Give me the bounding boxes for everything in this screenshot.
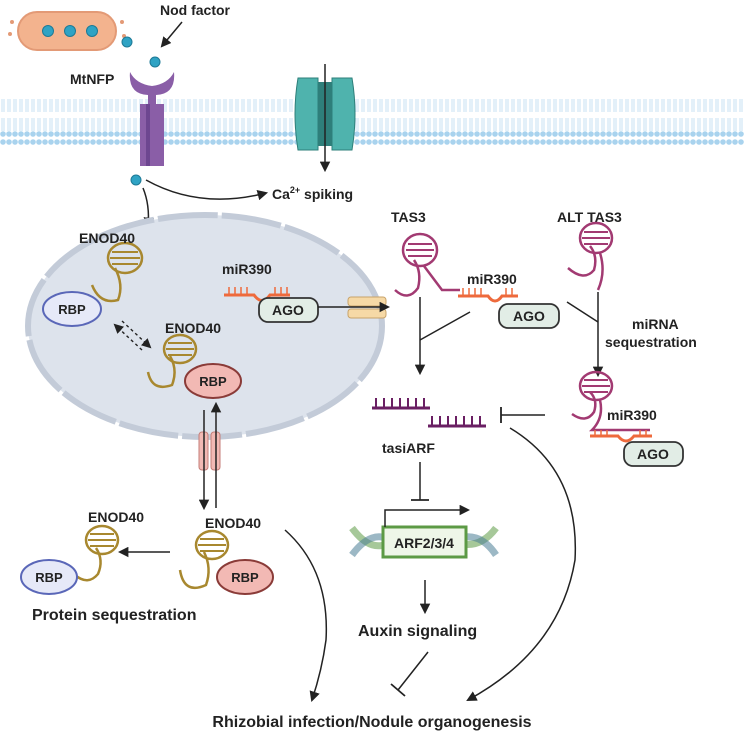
enod40-rna-icon (74, 524, 120, 582)
tasiarf-label: tasiARF (382, 440, 435, 456)
rbp-label: RBP (231, 570, 259, 585)
rbp-label: RBP (58, 302, 86, 317)
mirna-sequestration-label-1: miRNA (632, 316, 679, 332)
nuclear-pore-icon (347, 296, 387, 319)
arf-gene-label: ARF2/3/4 (394, 535, 454, 551)
ca-spiking-label: Ca2+ spiking (272, 185, 353, 202)
alt-tas3-label: ALT TAS3 (557, 209, 622, 225)
mir390-label-nucleus: miR390 (222, 261, 272, 277)
enod40-label-protein: ENOD40 (88, 509, 144, 525)
mirna-icon (590, 430, 652, 443)
mirna-icon (458, 288, 518, 303)
mtnfp-label: MtNFP (70, 71, 114, 87)
bacterium-icon (8, 11, 126, 51)
tasiarf-icon (372, 398, 486, 428)
tas3-label: TAS3 (391, 209, 426, 225)
ago-label: AGO (513, 308, 545, 324)
nod-factor-label: Nod factor (160, 2, 231, 18)
rbp-label: RBP (199, 374, 227, 389)
protein-sequestration-label: Protein sequestration (32, 607, 196, 624)
alt-tas3-rna-icon (567, 221, 614, 291)
mir390-label-sequestered: miR390 (607, 407, 657, 423)
tas3-rna-icon (571, 370, 650, 432)
ion-channel-icon (294, 77, 356, 151)
rbp-label: RBP (35, 570, 63, 585)
mir390-label-cytoplasm: miR390 (467, 271, 517, 287)
enod40-label-nucleus-mid: ENOD40 (165, 320, 221, 336)
receptor-icon (129, 72, 175, 166)
enod40-rna-icon (90, 241, 144, 303)
ago-label: AGO (637, 446, 669, 462)
enod40-rna-icon (178, 529, 230, 590)
plasma-membrane (0, 99, 744, 145)
nod-factor-dot (130, 174, 142, 186)
mirna-sequestration-label-2: sequestration (605, 334, 697, 350)
nod-factor-dot (149, 56, 161, 68)
auxin-signaling-label: Auxin signaling (358, 623, 477, 640)
ago-label: AGO (272, 302, 304, 318)
tas3-rna-icon (394, 232, 460, 297)
bottom-outcome-label: Rhizobial infection/Nodule organogenesis (212, 714, 531, 731)
enod40-rna-icon (146, 333, 198, 389)
enod40-label-nucleus-top: ENOD40 (79, 230, 135, 246)
enod40-label-cytoplasm: ENOD40 (205, 515, 261, 531)
nod-factor-dot (121, 36, 133, 48)
